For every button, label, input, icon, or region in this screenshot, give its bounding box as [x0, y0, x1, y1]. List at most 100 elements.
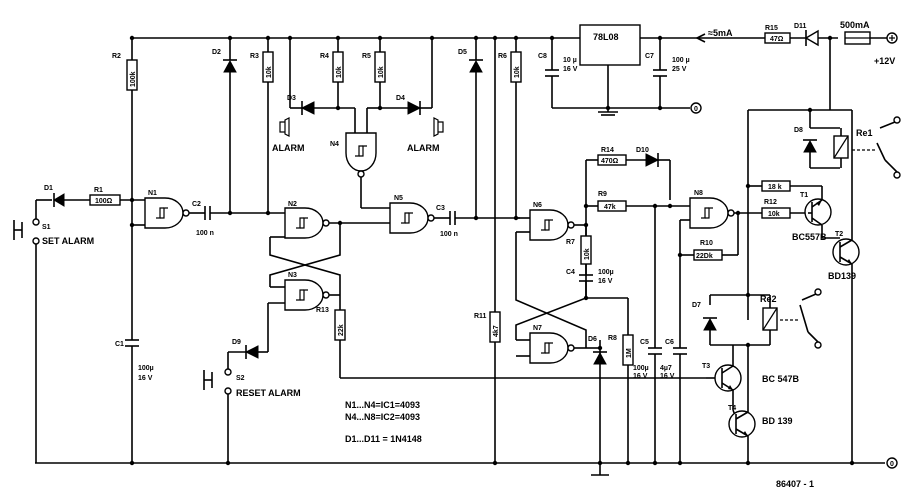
- resistor-r2: 100k R2: [112, 35, 138, 340]
- svg-text:100 µ: 100 µ: [672, 57, 690, 64]
- gate-n6: N6: [516, 202, 586, 241]
- resistor-r11: 4k7 R11: [474, 35, 501, 466]
- resistor-r1: 100Ω R1: [89, 187, 145, 206]
- diode-d5: D5: [458, 35, 483, 221]
- transistor-t1: T1 BC557B: [792, 192, 840, 242]
- capacitor-c2: C2 100 n: [192, 201, 268, 237]
- svg-text:N5: N5: [394, 195, 403, 202]
- svg-text:16 V: 16 V: [660, 373, 675, 380]
- svg-text:100µ: 100µ: [598, 269, 614, 276]
- svg-text:C6: C6: [665, 339, 674, 346]
- capacitor-c3: C3 100 n: [436, 205, 520, 238]
- svg-text:C3: C3: [436, 205, 445, 212]
- resistor-r10: 22Dk R10: [677, 240, 738, 261]
- led-d4: D4 ALARM: [287, 35, 444, 153]
- capacitor-c5: C5 100µ 16 V: [633, 203, 662, 466]
- resistor-r13: 22k R13: [316, 295, 706, 379]
- svg-text:Re1: Re1: [856, 128, 873, 138]
- drawing-code: 86407 - 1: [776, 479, 814, 489]
- resistor-r15: 47Ω R15: [764, 25, 791, 44]
- gate-n8: N8: [679, 190, 739, 255]
- svg-text:ALARM: ALARM: [407, 143, 440, 153]
- latch-crossing-n2-n3: [269, 220, 343, 295]
- svg-text:≈5mA: ≈5mA: [708, 28, 733, 38]
- svg-text:47Ω: 47Ω: [770, 36, 784, 43]
- svg-text:10k: 10k: [336, 66, 343, 78]
- regulator-78l08: 78L08 0: [552, 24, 702, 116]
- svg-text:RESET ALARM: RESET ALARM: [236, 388, 301, 398]
- svg-text:22Dk: 22Dk: [696, 253, 713, 260]
- capacitor-c1: C1 100µ 16 V: [115, 339, 154, 466]
- ground-terminal-bottom: 0: [886, 457, 898, 469]
- capacitor-c7: C7 100 µ 25 V: [645, 35, 690, 111]
- svg-text:BC557B: BC557B: [792, 232, 827, 242]
- svg-text:16 V: 16 V: [563, 66, 578, 73]
- regulator-label: 78L08: [593, 32, 619, 42]
- note-ic2: N4...N8=IC2=4093: [345, 412, 420, 422]
- svg-text:N2: N2: [288, 201, 297, 208]
- svg-text:+12V: +12V: [874, 56, 895, 66]
- svg-text:100 n: 100 n: [440, 231, 458, 238]
- gate-n4: N4: [330, 132, 390, 209]
- svg-text:T2: T2: [835, 231, 843, 238]
- svg-text:100µ: 100µ: [633, 365, 649, 372]
- svg-text:D5: D5: [458, 49, 467, 56]
- svg-text:R2: R2: [112, 53, 121, 60]
- svg-text:R5: R5: [362, 53, 371, 60]
- svg-text:N4: N4: [330, 141, 339, 148]
- svg-text:100 n: 100 n: [196, 230, 214, 237]
- svg-text:N6: N6: [533, 202, 542, 209]
- svg-text:BD 139: BD 139: [762, 416, 793, 426]
- ground-terminal-top-label: 0: [694, 106, 698, 113]
- svg-text:R1: R1: [94, 187, 103, 194]
- latch-crossing-n6-n7: [515, 225, 587, 348]
- gate-n7: N7: [516, 325, 586, 364]
- svg-text:10k: 10k: [266, 66, 273, 78]
- svg-text:C7: C7: [645, 53, 654, 60]
- svg-text:S1: S1: [42, 224, 51, 231]
- svg-text:D9: D9: [232, 339, 241, 346]
- svg-text:C8: C8: [538, 53, 547, 60]
- resistor-r14: 470Ω R14: [583, 147, 646, 209]
- svg-text:10k: 10k: [378, 66, 385, 78]
- resistor-r4: 10k R4: [320, 35, 356, 133]
- svg-text:D3: D3: [287, 95, 296, 102]
- svg-text:C4: C4: [566, 269, 575, 276]
- svg-text:R12: R12: [764, 199, 777, 206]
- resistor-r5: 10k R5: [362, 35, 386, 133]
- svg-text:4µ7: 4µ7: [660, 365, 672, 372]
- svg-text:D4: D4: [396, 95, 405, 102]
- diode-d2: D2: [212, 35, 237, 216]
- svg-text:16 V: 16 V: [138, 375, 153, 382]
- svg-text:N8: N8: [694, 190, 703, 197]
- svg-text:0: 0: [890, 461, 894, 468]
- ground-terminal-top: [690, 102, 702, 114]
- transistor-t4: T4 BD 139: [728, 342, 793, 466]
- resistor-r6: 10k R6: [498, 35, 522, 221]
- transistor-t3: T3 BC 547B: [702, 345, 800, 419]
- switch-s2: S2 RESET ALARM: [203, 352, 301, 466]
- svg-text:N3: N3: [288, 272, 297, 279]
- svg-text:100µ: 100µ: [138, 365, 154, 372]
- relay-re1: D8 Re1: [745, 107, 901, 320]
- svg-text:10k: 10k: [514, 66, 521, 78]
- note-diodes: D1...D11 = 1N4148: [345, 434, 422, 444]
- svg-text:R15: R15: [765, 25, 778, 32]
- svg-text:47k: 47k: [604, 204, 616, 211]
- svg-text:1M: 1M: [626, 348, 633, 358]
- svg-text:D6: D6: [588, 336, 597, 343]
- diode-d9: D9: [228, 303, 269, 359]
- svg-text:25 V: 25 V: [672, 66, 687, 73]
- capacitor-c4: C4 100µ 16 V: [566, 269, 614, 301]
- svg-text:18 k: 18 k: [768, 184, 782, 191]
- svg-text:R14: R14: [601, 147, 614, 154]
- resistor-r12: 10k R12: [735, 199, 808, 219]
- svg-text:C5: C5: [640, 339, 649, 346]
- svg-text:D8: D8: [794, 127, 803, 134]
- svg-text:10k: 10k: [768, 211, 780, 218]
- capacitor-c8: C8 10 µ 16 V: [538, 35, 578, 108]
- svg-text:S2: S2: [236, 375, 245, 382]
- svg-text:10 µ: 10 µ: [563, 57, 577, 64]
- gate-n5: N5: [389, 195, 450, 234]
